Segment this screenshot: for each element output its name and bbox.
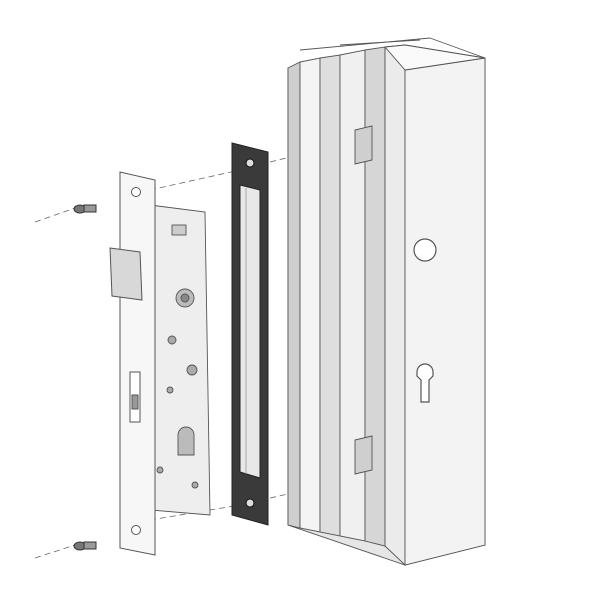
- strike-screw-hole-bottom: [245, 498, 255, 508]
- lock-faceplate: [109, 171, 156, 556]
- keyhole-icon: [413, 238, 437, 262]
- dash-line-bottom-frame: [269, 477, 361, 499]
- screw-icon: [73, 204, 97, 214]
- dash-line-top-strike: [149, 169, 241, 191]
- dash-line-top-screw: [34, 207, 76, 223]
- dash-line-top-frame: [269, 139, 361, 163]
- aluminum-door-profile: [287, 37, 486, 567]
- latch-bolt: [109, 247, 143, 301]
- strike-plate: [231, 142, 269, 526]
- screw-icon: [73, 541, 97, 551]
- dash-line-bottom-screw: [34, 544, 76, 559]
- strike-screw-hole-top: [245, 158, 255, 168]
- mortise-lock-body: [149, 204, 211, 516]
- cylinder-cutout-icon: [416, 363, 434, 403]
